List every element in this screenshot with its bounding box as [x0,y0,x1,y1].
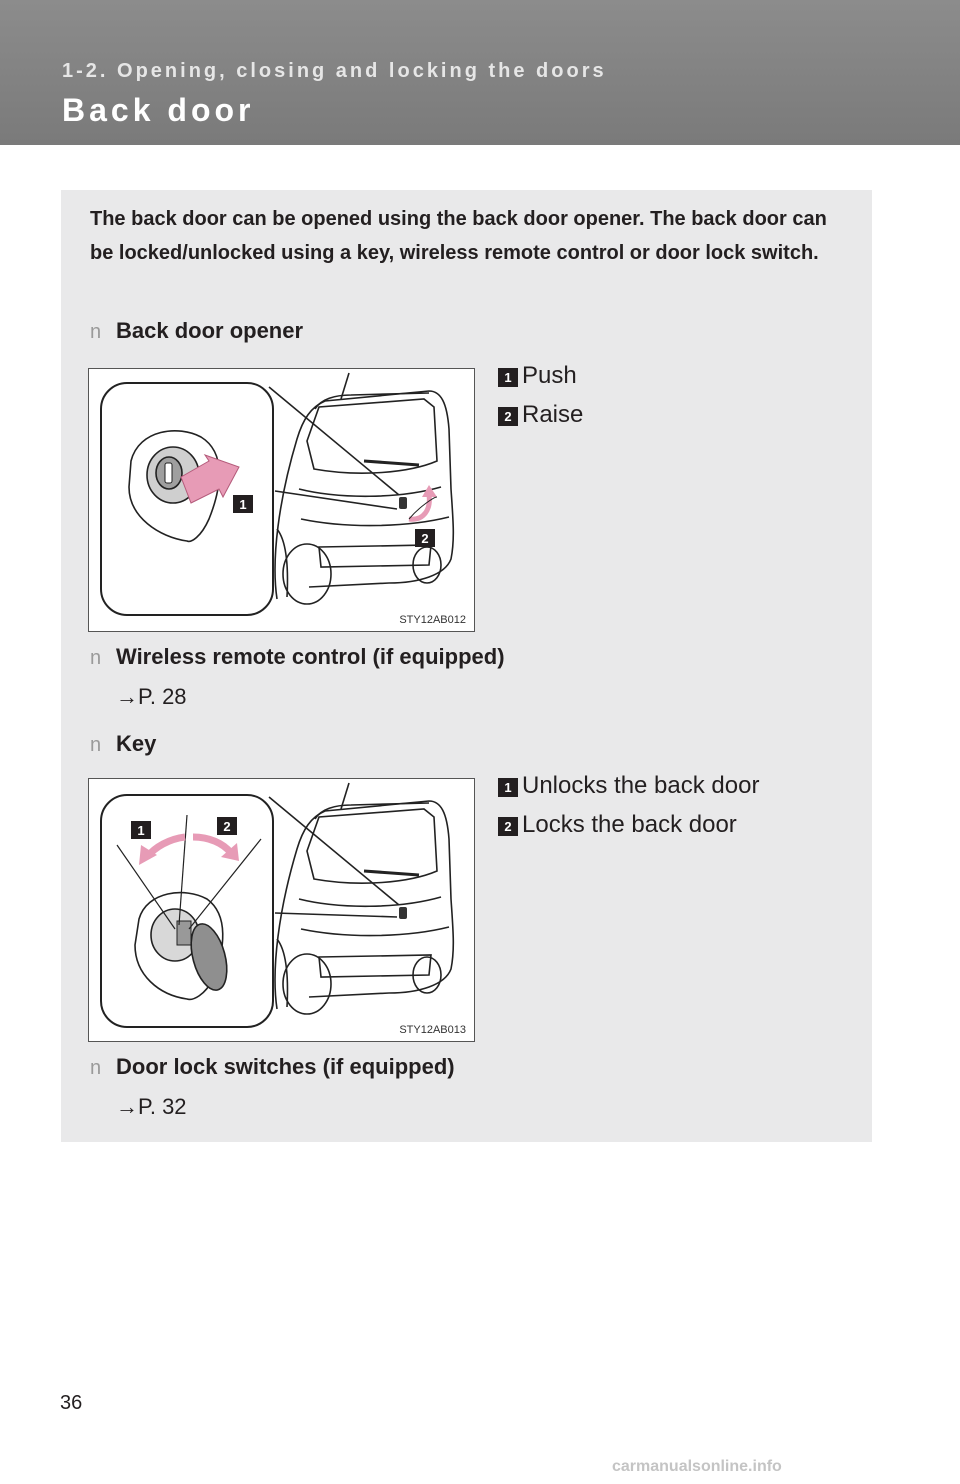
bullet-icon: n [90,1057,102,1079]
heading-text: Back door opener [116,318,304,343]
step-text: Locks the back door [522,811,737,838]
step-text: Raise [522,401,584,428]
bullet-icon: n [90,734,102,756]
car-rear-key-illustration: 1 2 [100,782,455,1028]
car-rear-opener-illustration: 1 2 [100,372,455,616]
intro-paragraph: The back door can be opened using the ba… [90,208,827,264]
svg-text:2: 2 [421,531,428,546]
figure-code: STY12AB013 [399,1024,466,1036]
figure-key: 1 2 STY12AB013 [88,778,475,1042]
page-title: Back door [62,92,255,128]
watermark: carmanualsonline.info [612,1458,782,1475]
page-number: 36 [60,1392,83,1414]
page-header: 1-2. Opening, closing and locking the do… [0,0,960,145]
figure-back-door-opener: 1 2 STY12AB012 [88,368,475,632]
heading-text: Door lock switches (if equipped) [116,1054,455,1079]
step-number-badge: 2 [498,407,518,426]
svg-text:1: 1 [137,823,144,838]
heading-back-door-opener: n Back door opener [90,318,303,344]
heading-door-lock-switches: n Door lock switches (if equipped) [90,1054,455,1080]
step-text: Unlocks the back door [522,772,760,799]
bullet-icon: n [90,647,102,669]
bullet-icon: n [90,321,102,343]
heading-text: Wireless remote control (if equipped) [116,644,505,669]
svg-text:2: 2 [223,819,230,834]
section-title: 1-2. Opening, closing and locking the do… [62,60,607,82]
step-text: Push [522,362,577,389]
heading-wireless-remote: n Wireless remote control (if equipped) [90,644,505,670]
heading-text: Key [116,731,157,756]
step-number-badge: 2 [498,817,518,836]
svg-text:1: 1 [239,497,246,512]
step-number-badge: 1 [498,778,518,797]
step-number-badge: 1 [498,368,518,387]
page-reference-link[interactable]: →P. 28 [116,684,187,709]
page-reference-link[interactable]: →P. 32 [116,1094,187,1119]
figure-code: STY12AB012 [399,614,466,626]
heading-key: n Key [90,731,156,757]
